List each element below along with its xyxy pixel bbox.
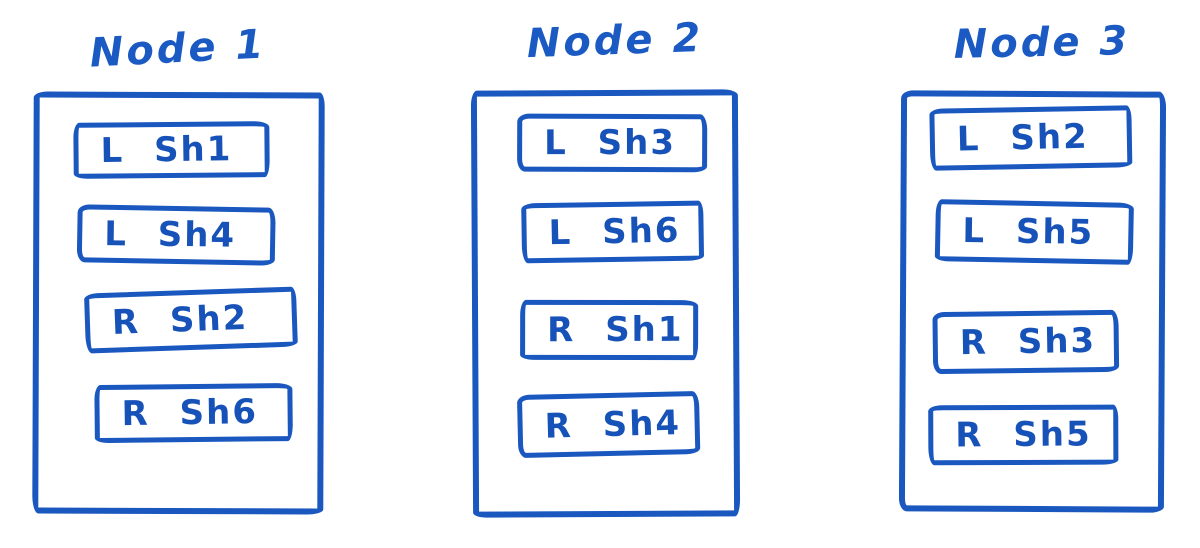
node-1-box: L Sh1 L Sh4 R Sh2 R Sh6 <box>32 91 325 515</box>
shard-label: L Sh3 <box>544 122 677 164</box>
shard-label: R Sh6 <box>121 392 259 435</box>
node-1-title: Node 1 <box>88 21 268 77</box>
shard-box: R Sh6 <box>94 383 293 444</box>
node-3-box: L Sh2 L Sh5 R Sh3 R Sh5 <box>898 90 1167 513</box>
shard-box: R Sh5 <box>928 404 1119 466</box>
shard-box: L Sh3 <box>517 113 708 173</box>
shard-label: L Sh4 <box>103 214 237 256</box>
shard-box: L Sh1 <box>73 121 270 179</box>
shard-box: L Sh5 <box>934 199 1134 265</box>
shard-box: R Sh2 <box>84 286 298 354</box>
node-2-title: Node 2 <box>526 14 704 68</box>
shard-box: L Sh4 <box>76 204 276 266</box>
shard-box: R Sh3 <box>932 309 1120 375</box>
shard-label: R Sh2 <box>111 297 250 344</box>
shard-label: L Sh6 <box>548 210 681 254</box>
node-3-title: Node 3 <box>953 18 1131 68</box>
shard-label: R Sh3 <box>959 320 1097 364</box>
shard-box: R Sh1 <box>520 299 699 361</box>
node-2-box: L Sh3 L Sh6 R Sh1 R Sh4 <box>470 89 741 518</box>
shard-box: L Sh2 <box>929 105 1133 171</box>
shard-label: R Sh4 <box>544 402 682 447</box>
shard-label: L Sh2 <box>956 116 1090 160</box>
shard-box: L Sh6 <box>521 200 705 264</box>
shard-label: L Sh5 <box>962 210 1095 253</box>
shard-box: R Sh4 <box>516 390 701 459</box>
shard-label: R Sh5 <box>955 414 1092 456</box>
shard-label: R Sh1 <box>547 309 684 351</box>
shard-label: L Sh1 <box>100 129 233 171</box>
